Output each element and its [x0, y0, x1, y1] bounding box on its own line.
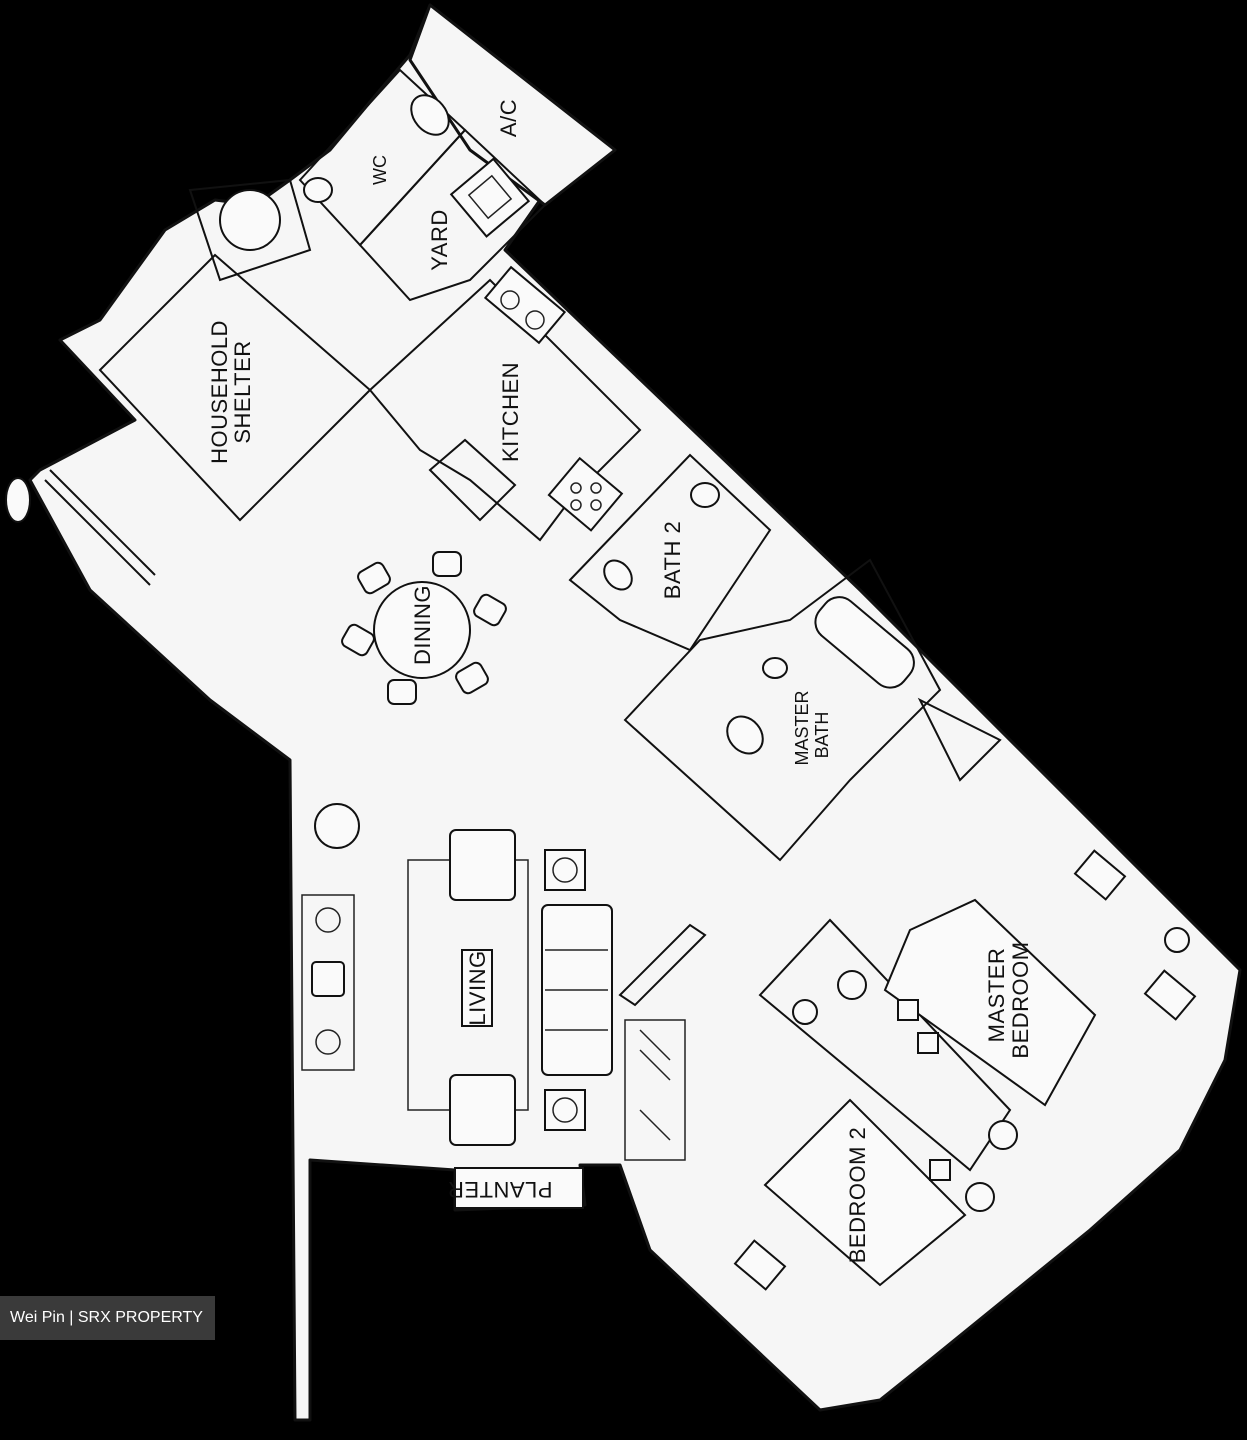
bedroom2-bed-icon: [763, 1098, 967, 1287]
armchair-icon: [449, 1074, 516, 1146]
lamp-table-icon: [544, 849, 586, 891]
toilet-icon: [410, 94, 450, 136]
bath2-toilet-icon: [603, 559, 633, 591]
plant-pot-icon: [314, 803, 360, 849]
dining-label: DINING: [410, 585, 435, 665]
household-shelter-label-2: SHELTER: [230, 340, 255, 443]
water-tank-icon: [219, 189, 281, 251]
washer-icon: [449, 157, 531, 238]
bedside-lamp-icon: [837, 970, 867, 1000]
master-bath-room: [623, 558, 942, 862]
master-toilet-icon: [726, 715, 764, 755]
bath2-basin-icon: [690, 482, 720, 508]
living-label: LIVING: [465, 950, 490, 1025]
master-bath-label-2: BATH: [812, 712, 832, 759]
bedroom2-label: BEDROOM 2: [845, 1127, 870, 1264]
kitchen-sink-icon: [483, 265, 567, 345]
master-bedroom-label-1: MASTER: [984, 948, 1009, 1043]
planter-box: [454, 1167, 584, 1209]
bedside-lamp-icon: [988, 1120, 1018, 1150]
household-shelter-label-1: HOUSEHOLD: [207, 320, 232, 464]
master-bedroom-label-2: BEDROOM: [1008, 941, 1033, 1058]
master-bed-icon: [883, 898, 1097, 1107]
wardrobe-partition: [758, 918, 1012, 1172]
stove-icon: [547, 456, 624, 532]
master-bath-label-1: MASTER: [792, 690, 812, 765]
ac-label: A/C: [496, 99, 521, 137]
planter-label: PLANTER: [448, 1177, 553, 1202]
yard-area: [358, 128, 547, 302]
bedside-lamp-icon: [965, 1182, 995, 1212]
watermark: Wei Pin | SRX PROPERTY: [0, 1296, 215, 1340]
bathtub-icon: [814, 596, 915, 689]
basin-icon: [303, 177, 333, 203]
yard-label: YARD: [427, 209, 452, 271]
master-basin-icon: [762, 657, 788, 679]
lamp-table-icon: [544, 1089, 586, 1131]
dining-table-icon: [373, 581, 471, 679]
bath2-room: [568, 453, 772, 652]
bath2-label: BATH 2: [660, 521, 685, 599]
armchair-icon: [449, 829, 516, 901]
wc-label: WC: [370, 155, 390, 185]
unit-outline: [28, 3, 1242, 1422]
kitchen-label: KITCHEN: [498, 362, 523, 462]
living-label-box: [461, 949, 493, 1027]
